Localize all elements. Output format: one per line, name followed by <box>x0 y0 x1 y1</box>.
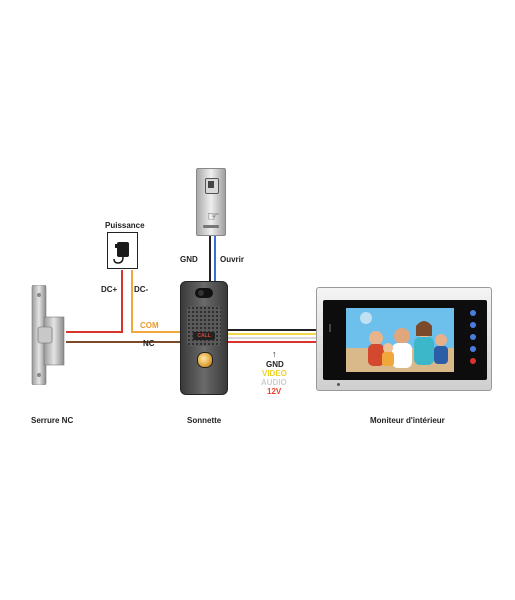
power-adapter-box <box>107 232 138 269</box>
power-adapter-icon <box>113 242 129 264</box>
button-open-label: Ouvrir <box>220 255 245 264</box>
exit-button-icon[interactable]: ☞ <box>196 168 226 236</box>
com-wire-vertical <box>131 270 133 333</box>
monitor-wire-white <box>226 337 320 339</box>
com-wire-horizontal <box>131 331 181 333</box>
lock-caption: Serrure NC <box>31 416 74 425</box>
doorbell-panel-icon: CALL <box>180 281 228 395</box>
monitor-wire-black <box>226 329 320 331</box>
doorbell-caption: Sonnette <box>187 416 222 425</box>
com-label: COM <box>140 321 159 330</box>
arrow-label: ↑ <box>272 349 277 359</box>
gnd-label: GND <box>266 360 284 369</box>
nc-wire <box>66 341 181 343</box>
dc-plus-label: DC+ <box>101 285 118 294</box>
button-open-wire <box>214 236 216 282</box>
power-label: Puissance <box>105 221 145 230</box>
indoor-monitor-icon <box>316 287 492 391</box>
monitor-caption: Moniteur d'intérieur <box>370 416 445 425</box>
electric-strike-lock-icon <box>31 285 65 385</box>
red-wire-horizontal <box>66 331 123 333</box>
video-label: VIDEO <box>262 369 287 378</box>
button-gnd-label: GND <box>180 255 198 264</box>
monitor-side-buttons[interactable] <box>467 308 479 372</box>
nc-label: NC <box>143 339 155 348</box>
v12-label: 12V <box>267 387 282 396</box>
call-label: CALL <box>193 332 215 340</box>
family-photo-screen <box>346 308 454 372</box>
dc-minus-label: DC- <box>134 285 149 294</box>
audio-label: AUDIO <box>261 378 287 387</box>
monitor-wire-yellow <box>226 333 320 335</box>
button-gnd-wire <box>209 236 211 282</box>
monitor-wire-red <box>226 341 320 343</box>
red-wire-vertical <box>121 270 123 333</box>
call-button[interactable] <box>197 352 213 368</box>
